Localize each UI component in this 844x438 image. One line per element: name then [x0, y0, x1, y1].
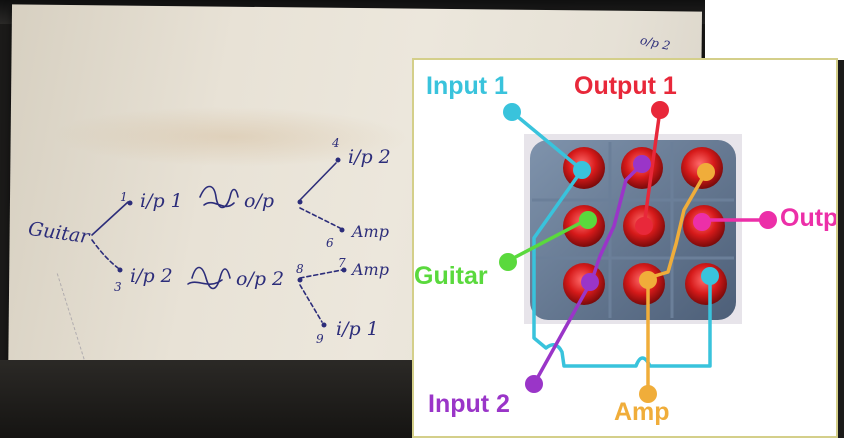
sketch-line-ip1-bottom: [299, 284, 323, 323]
wiring-diagram-panel: Input 1 Output 1 Outp Guitar Input 2 Amp: [412, 58, 838, 438]
sketch-label-ip2: i/p 2: [130, 265, 173, 287]
sketch-node: [127, 200, 133, 206]
sketch-line-guitar-ip2: [91, 239, 119, 269]
sketch-pin-8: 8: [296, 262, 304, 276]
label-input2: Input 2: [428, 390, 510, 418]
wire-output1: [642, 108, 662, 228]
sketch-node: [321, 322, 327, 328]
label-output: Outp: [780, 204, 838, 232]
switch-diagram: [499, 101, 777, 403]
dot-input2-pin7: [581, 273, 599, 291]
label-guitar: Guitar: [414, 262, 488, 290]
sketch-node: [117, 267, 123, 273]
sketch-node: [297, 199, 303, 205]
photo-dark-bottom: [0, 360, 420, 438]
label-amp: Amp: [614, 398, 670, 426]
sketch-label-op1: o/p: [244, 190, 275, 212]
dot-output1-pin: [635, 217, 653, 235]
dot-guitar-pin: [579, 211, 597, 229]
sketch-pin-3: 3: [114, 280, 122, 294]
dot-output-end: [759, 211, 777, 229]
label-output1: Output 1: [574, 72, 677, 100]
wire-terminals: [499, 101, 777, 403]
sketch-node: [335, 157, 341, 163]
sketch-label-amp-mid: Amp: [352, 260, 389, 279]
sketch-label-op2: o/p 2: [236, 268, 285, 290]
wire-guitar: [504, 218, 588, 264]
dot-output1-end: [651, 101, 669, 119]
dot-input2-pin2: [633, 155, 651, 173]
dot-input1-end: [503, 103, 521, 121]
sketch-node: [339, 227, 345, 233]
sketch-line-guitar-ip1: [91, 201, 129, 236]
wire-input2: [532, 162, 644, 386]
housing-groove: [532, 198, 734, 260]
dot-input1-pin9: [701, 267, 719, 285]
sketch-node: [341, 267, 347, 273]
sketch-scribble-2: [187, 266, 231, 290]
sketch-label-ip1: i/p 1: [140, 190, 183, 212]
sketch-pin-6: 6: [326, 236, 334, 250]
sketch-pin-7: 7: [338, 256, 346, 270]
sketch-pin-9: 9: [316, 332, 324, 346]
dot-amp-pin3: [697, 163, 715, 181]
dot-amp-pin8: [639, 271, 657, 289]
sketch-scribble-1: [199, 185, 239, 209]
sketch-label-ip1-bottom: i/p 1: [336, 318, 379, 340]
dot-input1-pin: [573, 161, 591, 179]
sketch-line-amp-top: [299, 207, 341, 229]
housing-groove: [608, 142, 674, 318]
dot-input2-end: [525, 375, 543, 393]
sketch-pin-4: 4: [332, 136, 340, 150]
sketch-node: [297, 277, 303, 283]
wire-input1: [510, 110, 584, 172]
wire-amp: [646, 170, 708, 396]
dot-output-pin: [693, 213, 711, 231]
sketch-line-amp-mid: [299, 269, 343, 279]
dot-guitar-end: [499, 253, 517, 271]
photo-right-area: [705, 0, 844, 60]
sketch-line-switch-top: [299, 162, 337, 201]
dot-amp-end: [639, 385, 657, 403]
sketch-label-ip2-top: i/p 2: [348, 146, 391, 168]
sketch-label-amp-top: Amp: [352, 222, 389, 241]
label-input1: Input 1: [426, 72, 508, 100]
sketch-pin-1: 1: [120, 190, 128, 204]
